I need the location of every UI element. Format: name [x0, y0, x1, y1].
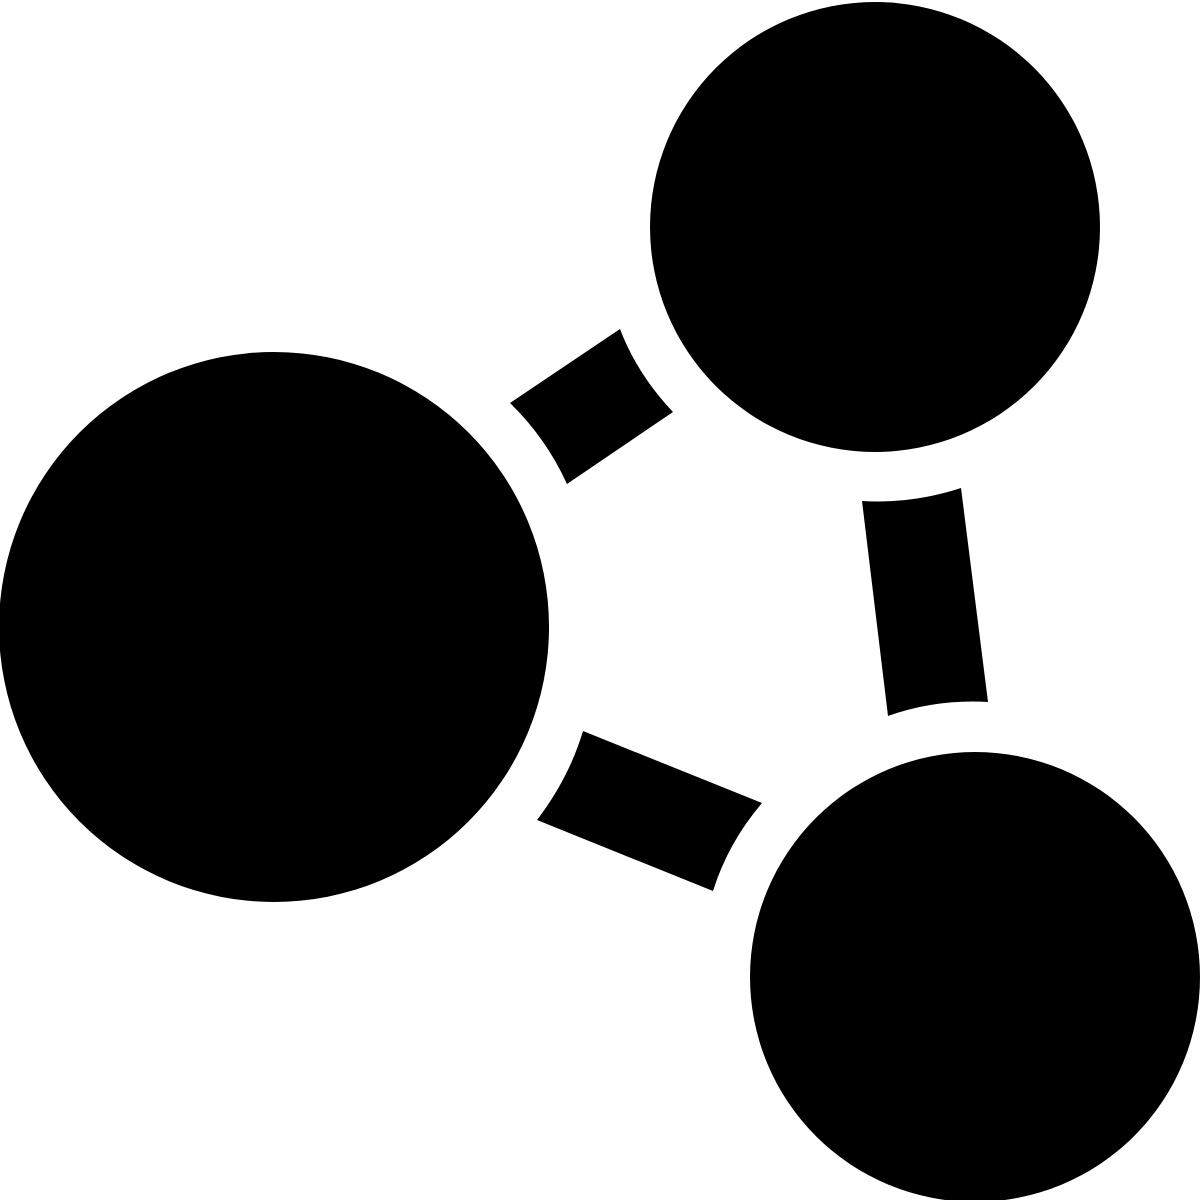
connector-left-bottom-icon: [537, 731, 762, 891]
node-left-icon: [0, 352, 549, 902]
connector-top-bottom-icon: [862, 488, 988, 716]
node-bottom-right-icon: [750, 752, 1200, 1200]
connector-left-top-icon: [510, 329, 673, 484]
node-top-right-icon: [650, 2, 1100, 452]
